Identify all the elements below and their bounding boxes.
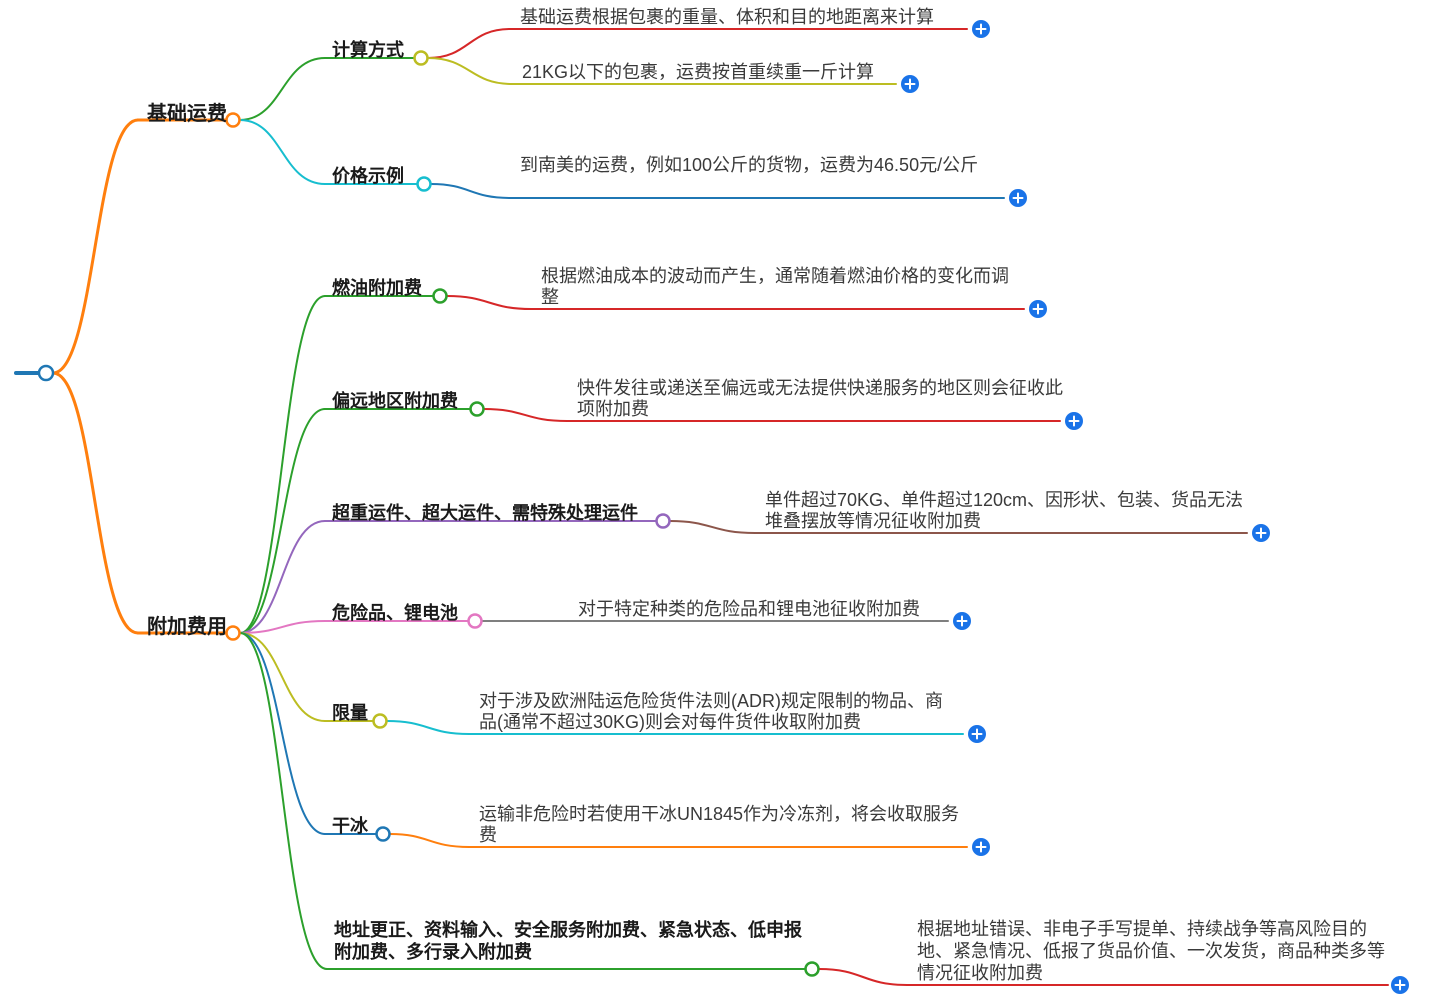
link-base-fee-calc-method — [239, 57, 326, 121]
expand-button-remote-detail[interactable] — [1065, 412, 1083, 430]
node-label-remote: 偏远地区附加费 — [332, 391, 458, 411]
link-remote-detail — [483, 408, 568, 422]
leaf-remote-detail: 快件发往或递送至偏远或无法提供快递服务的地区则会征收此项附加费 — [577, 378, 1063, 419]
expand-button-limited-detail[interactable] — [968, 725, 986, 743]
link-dry-ice-detail — [389, 833, 470, 848]
node-label-misc: 地址更正、资料输入、安全服务附加费、紧急状态、低申报附加费、多行录入附加费 — [334, 920, 802, 962]
link-root-surcharge — [51, 371, 140, 635]
expand-button-misc-detail[interactable] — [1391, 976, 1409, 994]
expand-button-dangerous-detail[interactable] — [953, 612, 971, 630]
node-toggle-oversize[interactable] — [655, 513, 671, 529]
leaf-calc-rule: 基础运费根据包裹的重量、体积和目的地距离来计算 — [520, 7, 934, 27]
expand-button-calc-rule[interactable] — [972, 20, 990, 38]
node-label-calc-method: 计算方式 — [332, 40, 404, 60]
expand-button-oversize-detail[interactable] — [1252, 524, 1270, 542]
leaf-limited-detail: 对于涉及欧洲陆运危险货件法则(ADR)规定限制的物品、商品(通常不超过30KG)… — [479, 691, 943, 732]
leaf-oversize-detail: 单件超过70KG、单件超过120cm、因形状、包装、货品无法堆叠摆放等情况征收附… — [765, 490, 1244, 531]
node-toggle-root[interactable] — [37, 364, 55, 382]
leaf-dry-ice-detail: 运输非危险时若使用干冰UN1845作为冷冻剂，将会收取服务费 — [479, 804, 960, 845]
node-toggle-calc-method[interactable] — [413, 50, 429, 66]
leaf-fuel-detail: 根据燃油成本的波动而产生，通常随着燃油价格的变化而调整 — [541, 266, 1009, 307]
link-surcharge-oversize — [239, 520, 326, 634]
leaf-misc-detail: 根据地址错误、非电子手写提单、持续战争等高风险目的地、紧急情况、低报了货品价值、… — [917, 919, 1385, 983]
link-surcharge-limited — [239, 632, 326, 722]
node-label-price-example: 价格示例 — [332, 166, 404, 186]
link-calc-method-21kg — [427, 57, 513, 85]
link-limited-detail — [386, 720, 470, 735]
node-toggle-base-fee[interactable] — [225, 112, 241, 128]
node-toggle-limited[interactable] — [372, 713, 388, 729]
link-surcharge-dangerous — [239, 620, 326, 634]
link-surcharge-dry-ice — [239, 632, 326, 835]
node-toggle-surcharge[interactable] — [225, 625, 241, 641]
leaf-dangerous-detail: 对于特定种类的危险品和锂电池征收附加费 — [578, 599, 920, 619]
link-misc-detail — [818, 968, 908, 986]
node-label-dry-ice: 干冰 — [332, 816, 368, 836]
node-toggle-misc[interactable] — [804, 961, 820, 977]
node-label-fuel: 燃油附加费 — [332, 278, 422, 298]
node-label-surcharge: 附加费用 — [147, 616, 227, 638]
link-surcharge-remote — [239, 408, 326, 634]
expand-button-calc-21kg[interactable] — [901, 75, 919, 93]
node-label-oversize: 超重运件、超大运件、需特殊处理运件 — [332, 503, 638, 523]
node-label-base-fee: 基础运费 — [147, 103, 227, 125]
leaf-calc-21kg: 21KG以下的包裹，运费按首重续重一斤计算 — [522, 62, 875, 82]
leaf-price-detail: 到南美的运费，例如100公斤的货物，运费为46.50元/公斤 — [520, 155, 979, 175]
link-calc-method-rule — [427, 28, 511, 59]
node-label-dangerous: 危险品、锂电池 — [332, 603, 458, 623]
node-toggle-dry-ice[interactable] — [375, 826, 391, 842]
link-price-example-detail — [430, 183, 511, 199]
expand-button-fuel-detail[interactable] — [1029, 300, 1047, 318]
node-toggle-fuel[interactable] — [432, 288, 448, 304]
node-toggle-remote[interactable] — [469, 401, 485, 417]
expand-button-dry-ice-detail[interactable] — [972, 838, 990, 856]
link-fuel-detail — [446, 295, 532, 310]
link-surcharge-fuel — [239, 295, 326, 634]
node-toggle-price-example[interactable] — [416, 176, 432, 192]
link-base-fee-price-example — [239, 119, 326, 185]
node-label-limited: 限量 — [332, 703, 368, 723]
node-toggle-dangerous[interactable] — [467, 613, 483, 629]
link-surcharge-misc — [239, 632, 328, 970]
link-root-base-fee — [51, 118, 140, 375]
link-oversize-detail — [669, 520, 756, 534]
expand-button-price-detail[interactable] — [1009, 189, 1027, 207]
